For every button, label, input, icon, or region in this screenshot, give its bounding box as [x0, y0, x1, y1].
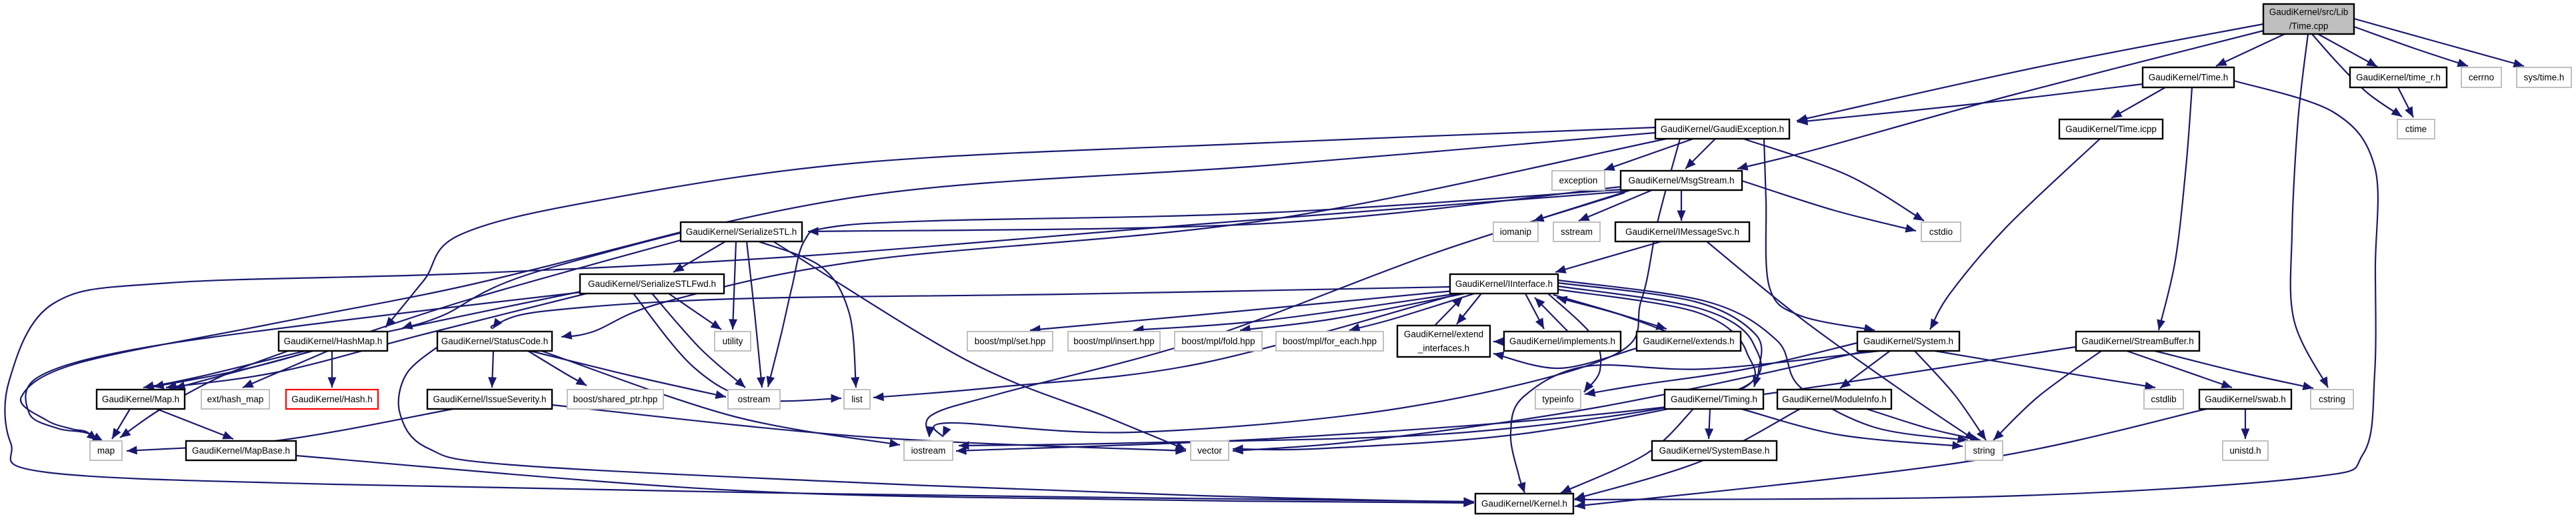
svg-text:boost/mpl/fold.hpp: boost/mpl/fold.hpp	[1181, 336, 1255, 346]
svg-text:/Time.cpp: /Time.cpp	[2289, 21, 2329, 31]
svg-text:GaudiKernel/Kernel.h: GaudiKernel/Kernel.h	[1481, 499, 1567, 509]
svg-text:GaudiKernel/swab.h: GaudiKernel/swab.h	[2205, 394, 2286, 404]
svg-text:unistd.h: unistd.h	[2229, 446, 2261, 456]
svg-text:GaudiKernel/Timing.h: GaudiKernel/Timing.h	[1671, 394, 1757, 404]
svg-text:iomanip: iomanip	[1500, 227, 1531, 237]
svg-text:GaudiKernel/MapBase.h: GaudiKernel/MapBase.h	[192, 446, 290, 456]
svg-text:boost/mpl/insert.hpp: boost/mpl/insert.hpp	[1073, 336, 1155, 346]
svg-text:GaudiKernel/HashMap.h: GaudiKernel/HashMap.h	[284, 336, 383, 346]
svg-text:GaudiKernel/time_r.h: GaudiKernel/time_r.h	[2356, 73, 2441, 83]
svg-text:string: string	[1973, 446, 1995, 456]
svg-text:GaudiKernel/Hash.h: GaudiKernel/Hash.h	[291, 394, 373, 404]
svg-text:GaudiKernel/Time.h: GaudiKernel/Time.h	[2149, 73, 2229, 83]
svg-text:sys/time.h: sys/time.h	[2524, 73, 2565, 83]
svg-text:utility: utility	[723, 336, 743, 346]
svg-text:GaudiKernel/IInterface.h: GaudiKernel/IInterface.h	[1455, 279, 1553, 289]
svg-text:boost/mpl/for_each.hpp: boost/mpl/for_each.hpp	[1283, 336, 1377, 346]
svg-text:GaudiKernel/implements.h: GaudiKernel/implements.h	[1509, 336, 1615, 346]
svg-text:vector: vector	[1197, 446, 1222, 456]
svg-text:GaudiKernel/extend: GaudiKernel/extend	[1404, 330, 1483, 340]
svg-text:map: map	[97, 446, 115, 456]
svg-text:cerrno: cerrno	[2469, 73, 2494, 83]
svg-text:ostream: ostream	[738, 394, 771, 404]
svg-text:GaudiKernel/GaudiException.h: GaudiKernel/GaudiException.h	[1661, 124, 1784, 134]
svg-text:GaudiKernel/src/Lib: GaudiKernel/src/Lib	[2269, 7, 2349, 17]
svg-text:GaudiKernel/Map.h: GaudiKernel/Map.h	[102, 394, 179, 404]
svg-text:GaudiKernel/SerializeSTL.h: GaudiKernel/SerializeSTL.h	[686, 227, 797, 237]
svg-text:GaudiKernel/StreamBuffer.h: GaudiKernel/StreamBuffer.h	[2081, 336, 2194, 346]
svg-text:boost/shared_ptr.hpp: boost/shared_ptr.hpp	[573, 394, 658, 404]
svg-text:GaudiKernel/IMessageSvc.h: GaudiKernel/IMessageSvc.h	[1625, 227, 1739, 237]
svg-text:boost/mpl/set.hpp: boost/mpl/set.hpp	[975, 336, 1046, 346]
svg-text:GaudiKernel/MsgStream.h: GaudiKernel/MsgStream.h	[1628, 175, 1734, 185]
svg-text:GaudiKernel/IssueSeverity.h: GaudiKernel/IssueSeverity.h	[433, 394, 546, 404]
svg-text:GaudiKernel/SerializeSTLFwd.h: GaudiKernel/SerializeSTLFwd.h	[588, 279, 716, 289]
svg-text:_interfaces.h: _interfaces.h	[1417, 344, 1469, 354]
svg-text:exception: exception	[1559, 175, 1598, 185]
svg-text:GaudiKernel/StatusCode.h: GaudiKernel/StatusCode.h	[441, 336, 549, 346]
svg-text:sstream: sstream	[1561, 227, 1593, 237]
svg-text:list: list	[851, 394, 863, 404]
svg-text:cstring: cstring	[2319, 394, 2345, 404]
svg-text:typeinfo: typeinfo	[1542, 394, 1573, 404]
svg-text:cstdlib: cstdlib	[2151, 394, 2176, 404]
svg-text:ext/hash_map: ext/hash_map	[207, 394, 264, 404]
svg-text:GaudiKernel/ModuleInfo.h: GaudiKernel/ModuleInfo.h	[1782, 394, 1887, 404]
svg-text:GaudiKernel/SystemBase.h: GaudiKernel/SystemBase.h	[1659, 446, 1770, 456]
svg-text:GaudiKernel/System.h: GaudiKernel/System.h	[1863, 336, 1953, 346]
svg-text:cstdio: cstdio	[1929, 227, 1953, 237]
svg-text:GaudiKernel/Time.icpp: GaudiKernel/Time.icpp	[2065, 124, 2157, 134]
svg-text:GaudiKernel/extends.h: GaudiKernel/extends.h	[1643, 336, 1734, 346]
svg-text:ctime: ctime	[2405, 124, 2427, 134]
svg-text:iostream: iostream	[911, 446, 946, 456]
